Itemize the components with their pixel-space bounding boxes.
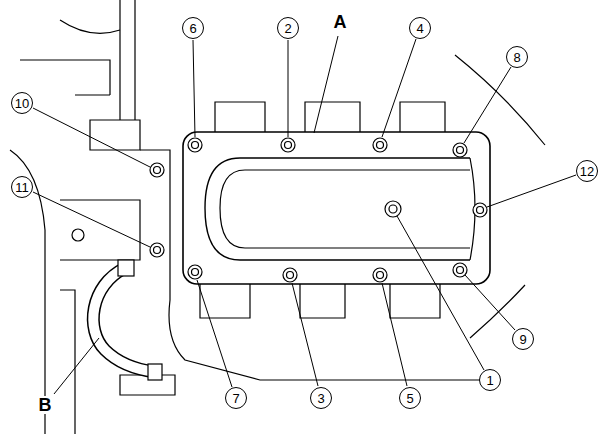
rib — [215, 102, 445, 132]
callout-circle: 7 — [225, 387, 247, 409]
callout-number: 4 — [416, 22, 423, 35]
cover-rib — [220, 170, 470, 248]
callout-circle: 4 — [409, 17, 431, 39]
engine-block — [60, 200, 140, 260]
callout-circle: 1 — [479, 369, 501, 391]
callout-circle: 3 — [310, 387, 332, 409]
callout-circle: 12 — [576, 160, 598, 182]
leader-lines — [33, 36, 576, 394]
callout-circle: 8 — [506, 46, 528, 68]
engine-boss — [72, 229, 84, 241]
oil-pan-cover — [183, 132, 490, 284]
hose-clamp — [148, 364, 162, 380]
hose-clamp — [118, 260, 134, 276]
callout-number: 6 — [189, 22, 196, 35]
engine-block — [90, 120, 140, 150]
callout-number: 12 — [580, 165, 594, 178]
bolt-group — [150, 138, 487, 282]
callout-number: 3 — [317, 392, 324, 405]
engine-block — [20, 20, 120, 95]
engine-block — [10, 150, 75, 434]
rib — [200, 284, 440, 318]
callout-circle: 11 — [11, 176, 33, 198]
part-label: A — [333, 13, 348, 31]
callout-number: 10 — [15, 97, 29, 110]
callout-number: 9 — [519, 333, 526, 346]
callout-circle: 9 — [512, 328, 534, 350]
callout-circle: 10 — [11, 92, 33, 114]
callout-number: 8 — [513, 51, 520, 64]
callout-circle: 2 — [277, 17, 299, 39]
callout-number: 1 — [486, 374, 493, 387]
callout-number: 2 — [284, 22, 291, 35]
hose-fill — [93, 268, 155, 372]
callout-number: 11 — [15, 181, 29, 194]
part-label: B — [38, 396, 53, 414]
callout-circle: 5 — [399, 387, 421, 409]
callout-number: 5 — [406, 392, 413, 405]
engine-block — [120, 0, 135, 120]
callout-circle: 6 — [182, 17, 204, 39]
callout-number: 7 — [232, 392, 239, 405]
cover-rib — [205, 158, 470, 260]
hose-outline — [93, 268, 155, 372]
